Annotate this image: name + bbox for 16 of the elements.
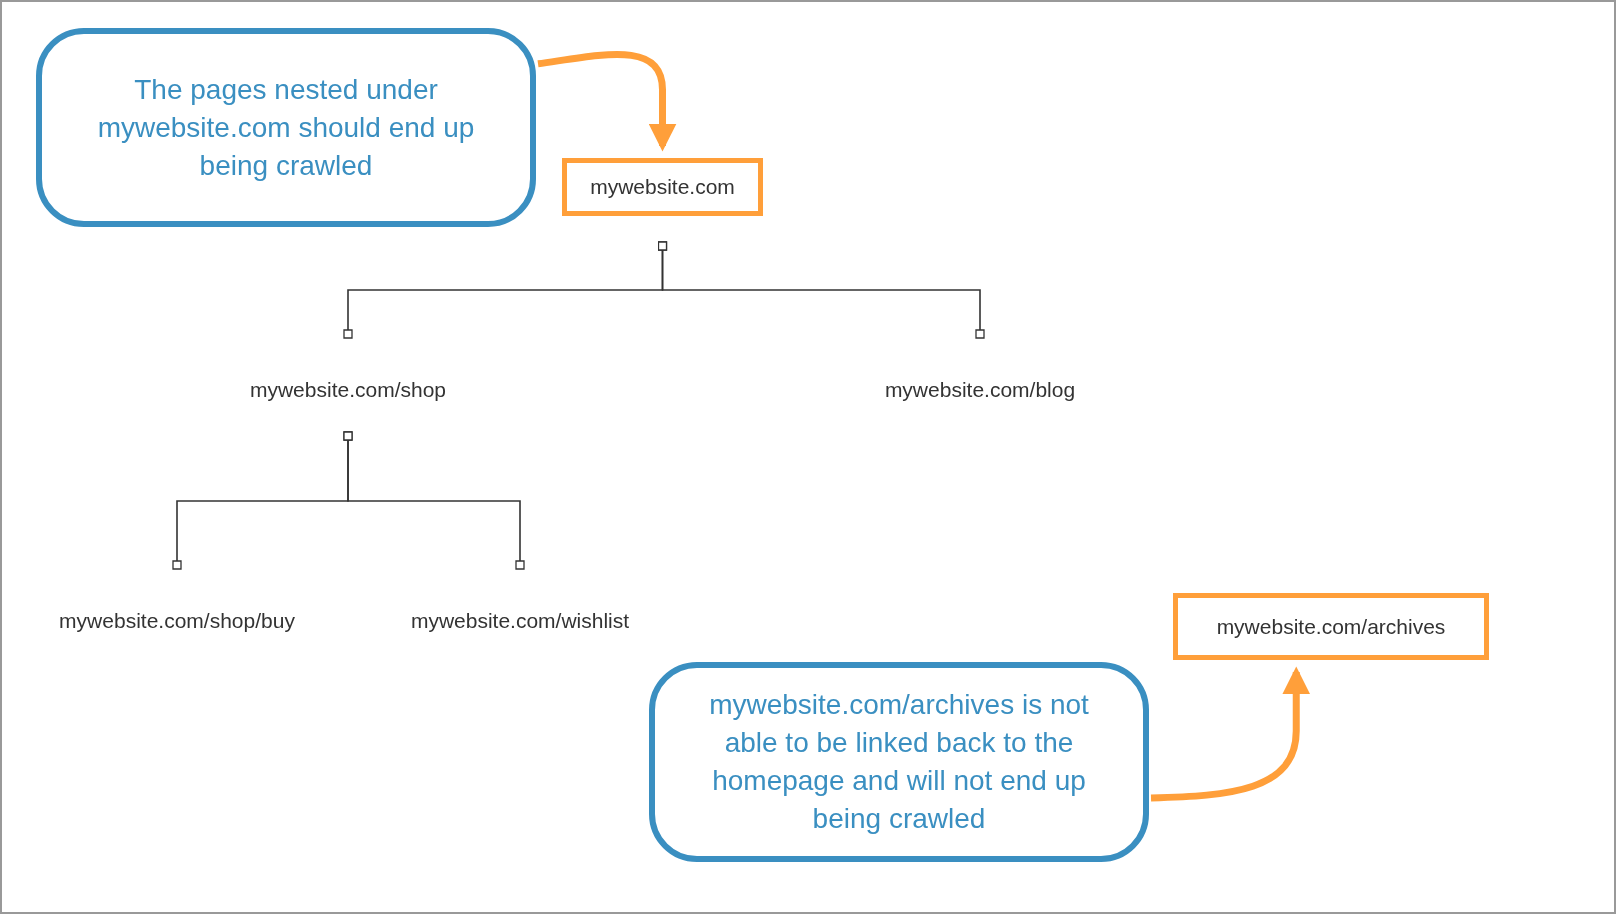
page-url: mywebsite.com [590,175,735,199]
callout-arrow [537,51,677,152]
page-box [562,158,763,216]
page-url: mywebsite.com/shop/buy [59,609,295,633]
page-url: mywebsite.com/blog [884,378,1076,402]
page-url: mywebsite.com/shop [249,378,447,402]
callout-box [36,28,536,227]
callout-arrow [1150,666,1311,802]
callout-text: The pages nested under mywebsite.com should end up being crawled [96,72,476,183]
page-box [1173,593,1489,660]
tree-connector [343,431,525,570]
tree-connector [657,241,985,339]
page-url: mywebsite.com/wishlist [410,609,630,633]
callout-box [649,662,1149,862]
callout-text: mywebsite.com/archives is not able to be linked back to the homepage and will not end up being crawled [708,688,1090,836]
page-url: mywebsite.com/archives [1216,614,1446,639]
